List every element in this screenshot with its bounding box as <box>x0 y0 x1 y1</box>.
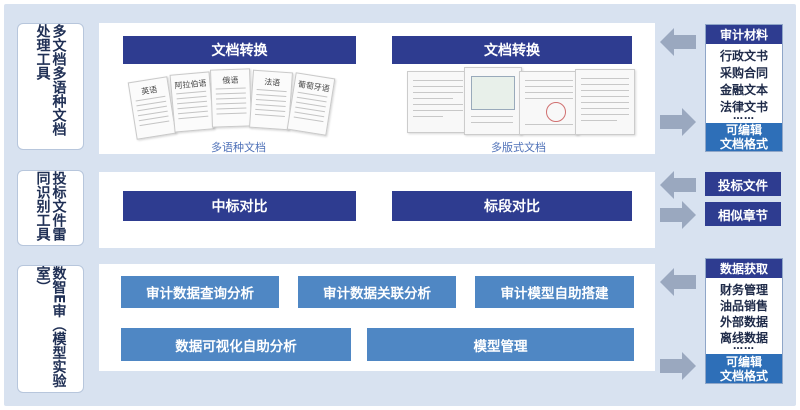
data-visualization-button[interactable]: 数据可视化自助分析 <box>121 328 351 361</box>
sheet-title: 法语 <box>263 77 281 88</box>
doc-conversion-panel: 文档转换 文档转换 英语 阿拉伯语 俄语 法语 葡萄牙语 多语种文档 <box>99 23 655 154</box>
document-sheet: 葡萄牙语 <box>286 72 336 136</box>
arrow-right-icon <box>660 352 696 380</box>
bid-compare-panel: 中标对比 标段对比 <box>99 172 655 248</box>
arrow-left-icon <box>660 171 696 199</box>
document-sheet <box>519 71 579 135</box>
document-sheet <box>575 69 635 135</box>
audit-material-item: 法律文书 <box>719 100 768 114</box>
data-source-item: 外部数据 <box>719 315 768 329</box>
editable-format-line1: 可编辑 <box>725 354 762 369</box>
data-source-item: 离线数据 <box>719 331 768 345</box>
section-label-model-lab: 数智E审（模型实验室） <box>17 265 84 393</box>
doc-convert-right-button[interactable]: 文档转换 <box>392 36 632 64</box>
similar-sections-box: 相似章节 <box>705 202 781 226</box>
document-sheet <box>407 71 469 133</box>
section-label-doc-tools: 多文档多语种文档处理工具 <box>17 23 84 150</box>
data-acquisition-header: 数据获取 <box>706 259 782 278</box>
editable-format-line2: 文档格式 <box>719 137 768 151</box>
section-label-text: 数智E审（模型实验室） <box>34 266 67 388</box>
document-sheet: 英语 <box>127 76 177 140</box>
audit-data-relation-button[interactable]: 审计数据关联分析 <box>298 276 456 308</box>
model-lab-panel: 审计数据查询分析 审计数据关联分析 审计模型自助搭建 数据可视化自助分析 模型管… <box>99 264 655 371</box>
arrow-right-icon <box>660 201 696 229</box>
bid-file-box: 投标文件 <box>705 172 781 196</box>
editable-format-line1: 可编辑 <box>725 123 762 137</box>
document-sheet <box>464 67 522 135</box>
section-label-text: 多文档多语种文档处理工具 <box>34 24 67 136</box>
document-sheet: 阿拉伯语 <box>169 71 215 133</box>
multiformat-caption: 多版式文档 <box>491 141 546 154</box>
section-label-bid-tools: 投标文件雷同识别工具 <box>17 170 84 246</box>
arrow-left-icon <box>660 268 696 296</box>
audit-model-build-button[interactable]: 审计模型自助搭建 <box>475 276 634 308</box>
section-label-text: 投标文件雷同识别工具 <box>34 171 67 241</box>
multilingual-caption: 多语种文档 <box>211 141 266 154</box>
section-compare-button[interactable]: 标段对比 <box>392 191 632 221</box>
data-acquisition-box: 数据获取 财务管理 油品销售 外部数据 离线数据 …… 可编辑 文档格式 <box>705 258 783 384</box>
model-management-button[interactable]: 模型管理 <box>367 328 634 361</box>
audit-material-dots: …… <box>733 111 755 122</box>
data-source-item: 财务管理 <box>719 283 768 297</box>
winning-bid-compare-button[interactable]: 中标对比 <box>123 191 356 221</box>
audit-material-item: 行政文书 <box>719 49 768 63</box>
editable-format-badge: 可编辑 文档格式 <box>706 123 782 151</box>
audit-data-query-button[interactable]: 审计数据查询分析 <box>121 276 279 308</box>
document-sheet: 俄语 <box>210 68 252 128</box>
editable-format-badge: 可编辑 文档格式 <box>706 354 782 383</box>
sheet-title: 俄语 <box>222 75 239 86</box>
audit-material-item: 采购合同 <box>719 66 768 80</box>
data-source-dots: …… <box>733 341 755 352</box>
sheet-title: 阿拉伯语 <box>174 78 207 91</box>
audit-materials-box: 审计材料 行政文书 采购合同 金融文本 法律文书 …… 可编辑 文档格式 <box>705 24 783 152</box>
data-source-item: 油品销售 <box>719 299 768 313</box>
arrow-left-icon <box>660 28 696 56</box>
editable-format-line2: 文档格式 <box>719 368 768 383</box>
arrow-right-icon <box>660 108 696 136</box>
document-sheet: 法语 <box>249 69 293 131</box>
audit-material-item: 金融文本 <box>719 83 768 97</box>
doc-convert-left-button[interactable]: 文档转换 <box>123 36 356 64</box>
audit-materials-header: 审计材料 <box>706 25 782 44</box>
